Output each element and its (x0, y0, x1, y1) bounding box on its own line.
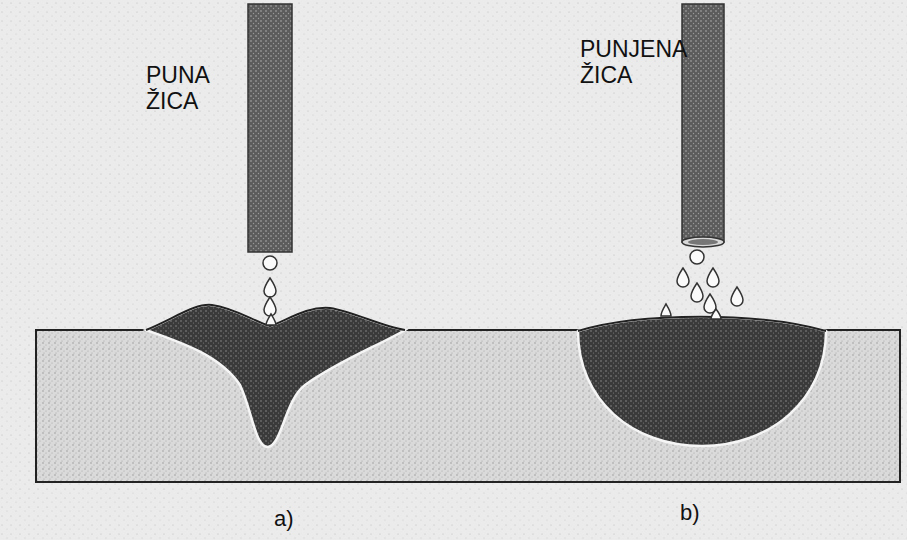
droplet (731, 287, 743, 306)
droplet (264, 297, 276, 316)
cored-wire (682, 4, 724, 242)
weld-crown-b (578, 317, 826, 331)
droplet (264, 278, 276, 297)
droplets (263, 250, 743, 325)
figure-label: b) (680, 500, 740, 525)
droplet (266, 314, 276, 325)
wire-label: PUNJENA ŽICA (580, 36, 680, 89)
droplet (263, 256, 277, 270)
weld-bead-a (146, 305, 405, 447)
figure-label: a) (274, 506, 334, 531)
droplet (661, 304, 671, 316)
droplet (690, 250, 704, 264)
weld-bead-b (578, 317, 826, 446)
droplet (711, 309, 721, 319)
wire-core-end (682, 237, 724, 247)
droplet (704, 294, 716, 313)
droplet (707, 268, 719, 287)
droplet (677, 268, 689, 287)
droplet (691, 283, 703, 302)
wire-label: PUNA ŽICA (146, 62, 266, 115)
solid-wire (248, 4, 292, 252)
wire-core (688, 239, 718, 245)
